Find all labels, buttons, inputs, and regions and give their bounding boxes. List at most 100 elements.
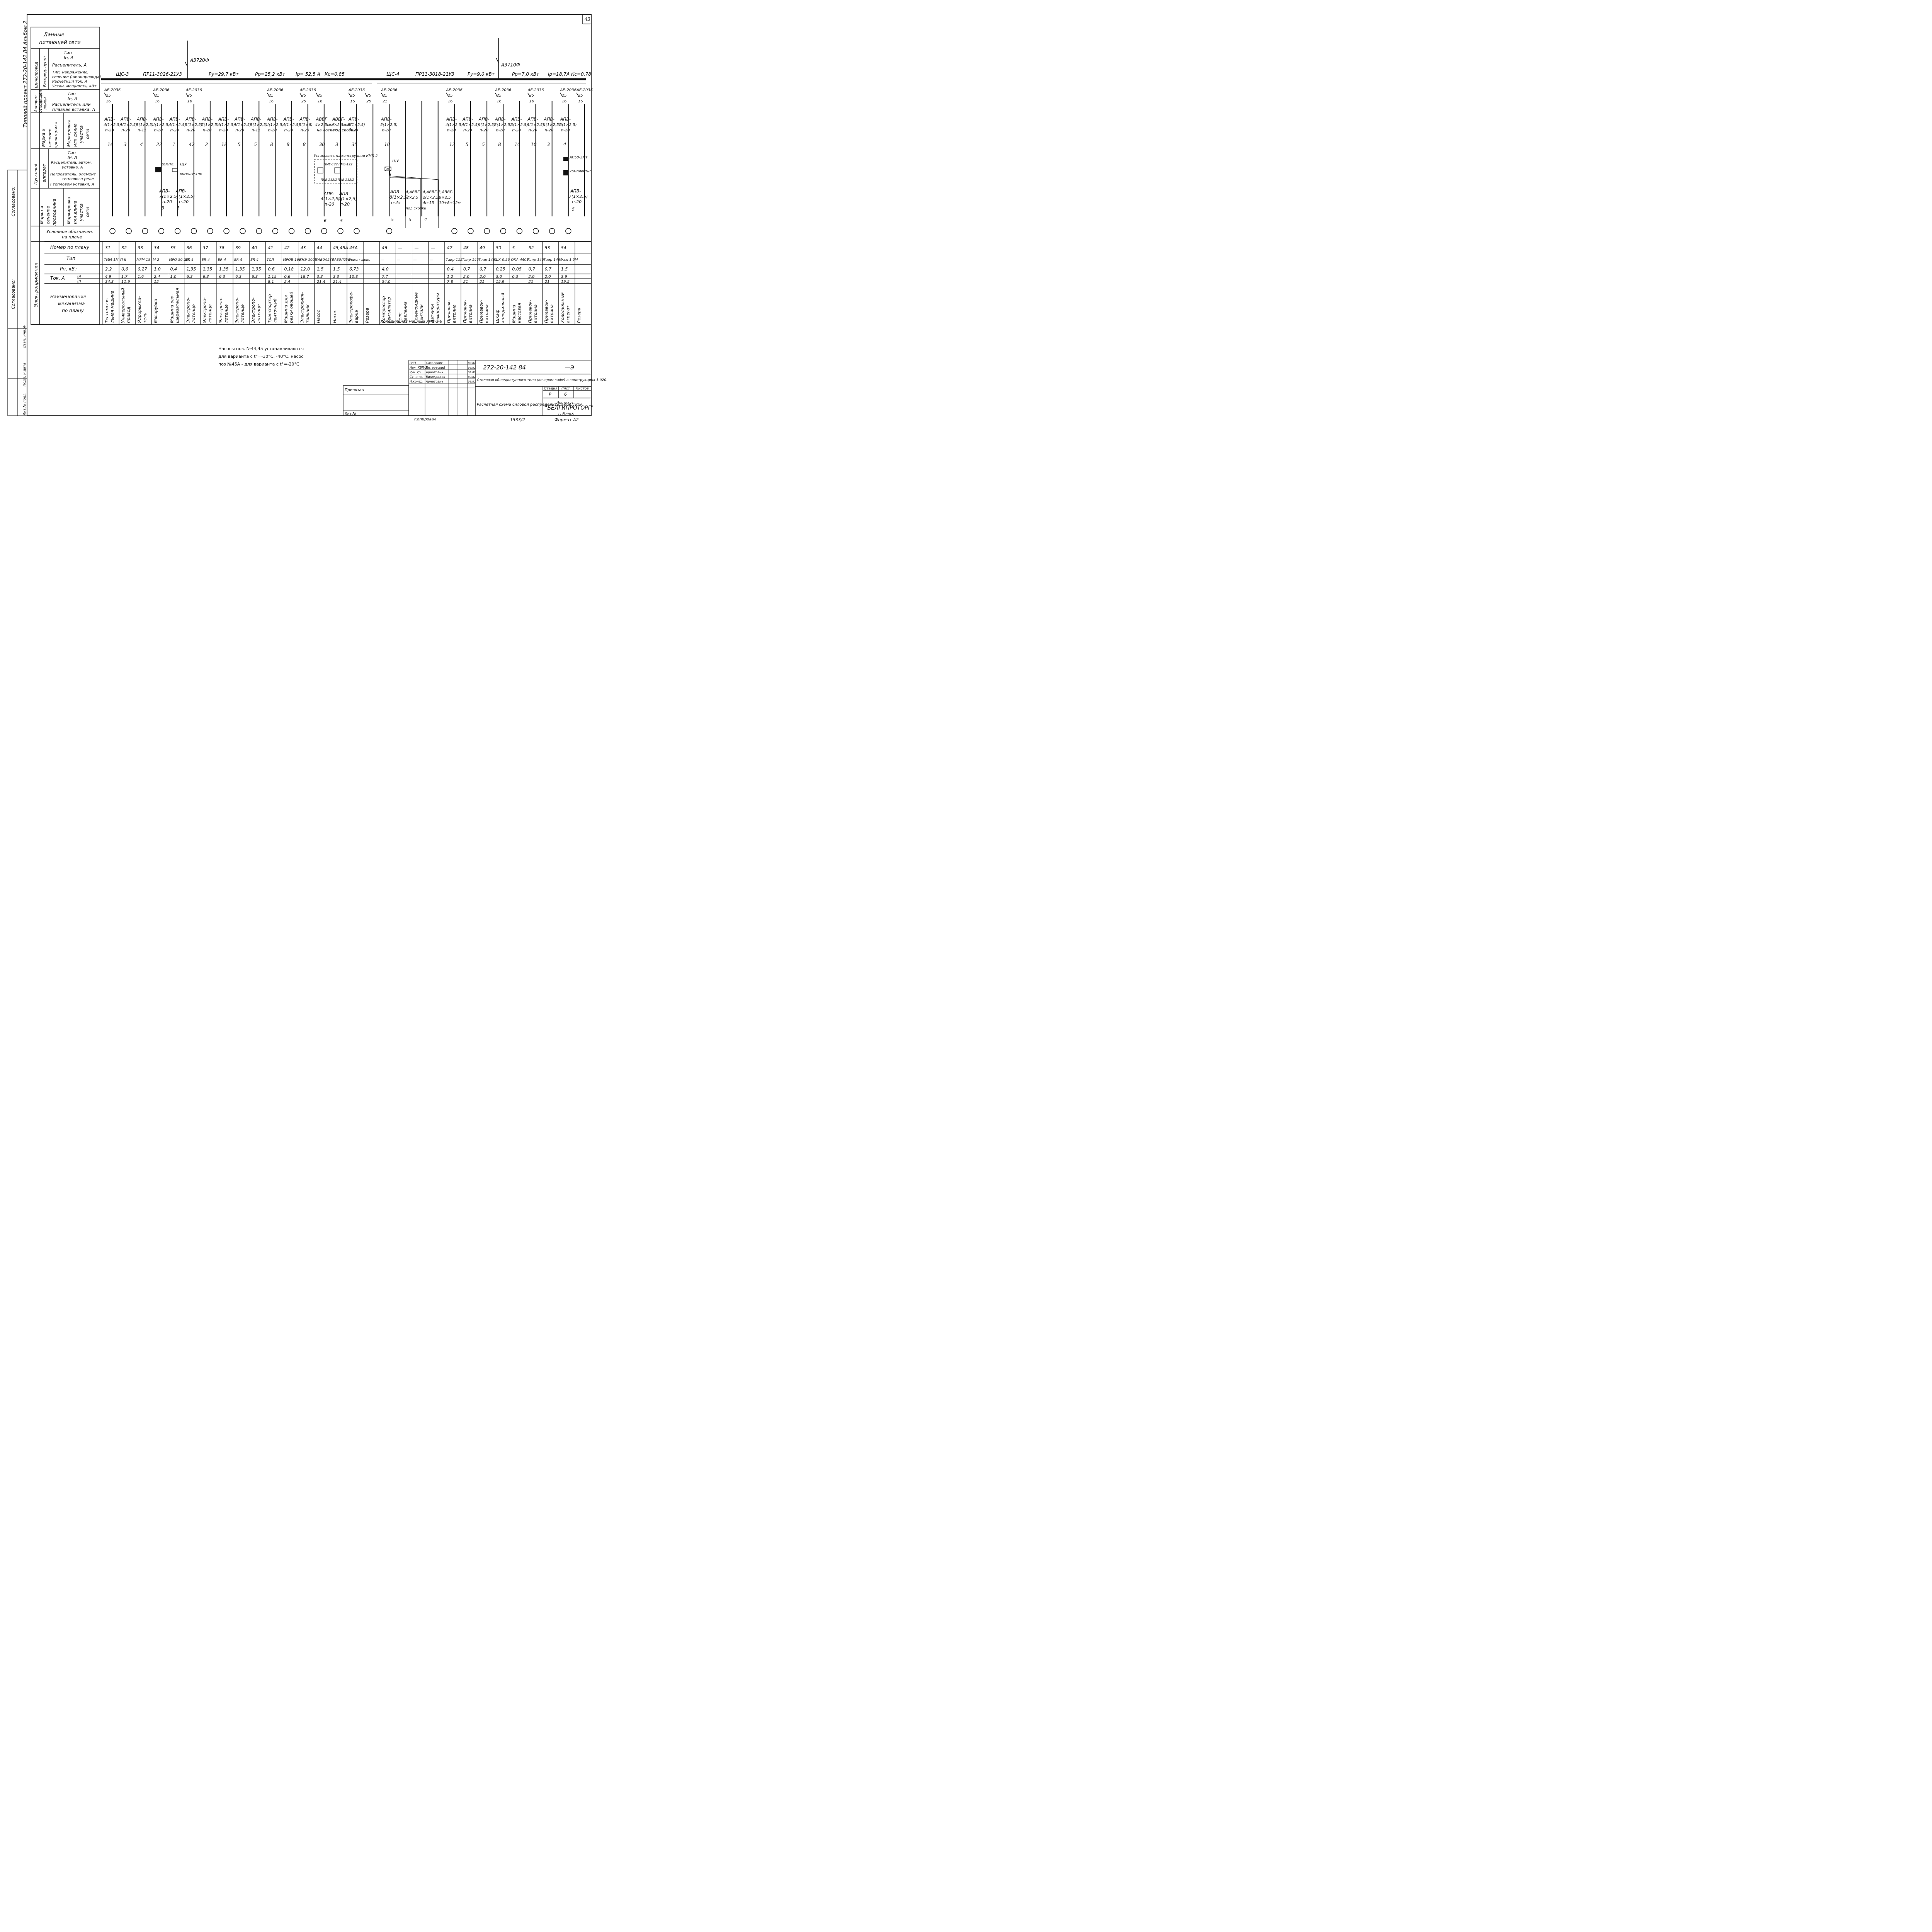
row-pn: 1,35 (187, 267, 196, 272)
svg-text:АПВ-: АПВ- (323, 191, 334, 196)
row-ip: 54,0 (382, 280, 390, 284)
cable-mark: АПВ- (511, 117, 522, 122)
row-ip: 11,9 (121, 280, 130, 284)
svg-text:теплового реле: теплового реле (62, 177, 94, 181)
row-pn: 2,2 (105, 267, 112, 272)
row-in: 10,8 (349, 275, 358, 279)
feeder-column (200, 101, 213, 325)
cable-mark: АПВ- (283, 117, 294, 122)
cable-laying: п-20 (480, 128, 488, 133)
row-number: 38 (219, 245, 224, 250)
feeder-column (575, 92, 585, 325)
panel2-type: ПР11-3018-21У3 (415, 71, 454, 77)
cable-laying: п-20 (382, 128, 391, 133)
svg-text:АПВ-: АПВ- (159, 189, 170, 194)
feeder-column (265, 92, 279, 325)
cable-section: 5(1×2,5) (560, 123, 577, 127)
row-number: 36 (187, 245, 192, 250)
row-name-1: Датчики (430, 304, 435, 323)
svg-text:АПВ-: АПВ- (570, 189, 581, 194)
breaker-release: 16 (578, 99, 583, 104)
cable-mark: АПВ- (153, 117, 163, 122)
panel2-kc: Кс=0.78 (571, 71, 591, 77)
feeder-column (135, 101, 148, 325)
svg-text:7(1×2,5): 7(1×2,5) (569, 194, 588, 199)
svg-text:4,АВВГ-: 4,АВВГ- (406, 190, 421, 194)
cable-section: 4(1×2,5) (120, 123, 137, 127)
panel2-name: ЩС-4 (386, 71, 399, 77)
feeder-column (379, 92, 393, 325)
row-name-1: Прилавок- (479, 300, 484, 323)
cable-length: 35 (352, 142, 357, 147)
row-number: 42 (284, 245, 289, 250)
row-ip: — (170, 280, 174, 284)
row-type: Таир-146 (544, 258, 560, 262)
row-in: 1,2 (447, 275, 453, 279)
consumer-symbol (158, 228, 165, 234)
svg-text:I тепловой уставки, А: I тепловой уставки, А (50, 182, 94, 187)
svg-text:Маркировка: Маркировка (66, 197, 71, 224)
breaker-type: АЕ-2036 (495, 88, 511, 92)
consumer-symbol (272, 228, 279, 234)
row-name-1: Холодильный (560, 293, 565, 323)
consumer-symbol (549, 228, 555, 234)
feeder-column (298, 92, 311, 325)
svg-text:Расцепитель, А: Расцепитель, А (52, 63, 87, 68)
cable-mark: АПВ- (348, 117, 359, 122)
hdr-shinoprovod: Шинопровод (34, 62, 39, 88)
row-name-2: лотенце (207, 304, 213, 323)
row-pn: 1,35 (235, 267, 245, 272)
row-ip: 7,8 (447, 280, 453, 284)
row-ip: 21 (528, 280, 533, 284)
row-number: 35 (170, 245, 176, 250)
cable-section: 3(1×2,5) (250, 123, 267, 127)
sig-role: Нач. КБП-2 (410, 366, 427, 369)
panel1-ip: Iр= 52,5 А (296, 71, 320, 77)
breaker-type: АЕ-2036 (381, 88, 397, 92)
cable-length: 8 (270, 142, 273, 147)
row-number: 47 (447, 245, 452, 250)
row-number: 32 (121, 245, 127, 250)
row-in: 2,0 (528, 275, 534, 279)
svg-text:Номер по плану: Номер по плану (50, 245, 90, 250)
row-name-1: Прилавок- (544, 300, 549, 323)
cable-section: 5(1×6) (299, 123, 313, 127)
svg-text:5: 5 (409, 217, 412, 222)
svg-text:3: 3 (177, 206, 180, 211)
row-name-1: Электропо- (186, 298, 191, 323)
row-pn: 0,27 (138, 267, 147, 272)
pke-label-2: ПКЕ-212/2 (338, 178, 354, 182)
row-number: 39 (235, 245, 241, 250)
svg-text:сети: сети (85, 207, 90, 217)
feeder-column (347, 92, 360, 325)
cable-section: 4(1×2,5) (527, 123, 544, 127)
feeder-column (216, 101, 230, 325)
row-type: — (397, 258, 400, 262)
consumer-symbol (516, 228, 523, 234)
feeder-column (461, 101, 474, 325)
row-name-1: Универсальный (121, 288, 126, 323)
row-pn: 0,4 (447, 267, 454, 272)
cable-laying: п-20 (268, 128, 277, 133)
cable-mark: АПВ- (104, 117, 115, 122)
svg-text:5: 5 (391, 217, 394, 222)
row-name-2: льная машина (110, 291, 115, 323)
row-pn: 1,5 (317, 267, 324, 272)
row-type: МРМ-15 (136, 258, 150, 262)
row-ip: 15,9 (496, 280, 504, 284)
row-pn: 0,05 (512, 267, 522, 272)
svg-text:8(1×2,5): 8(1×2,5) (389, 195, 408, 200)
cable-laying: п-20 (545, 128, 554, 133)
cable-laying: п-20 (561, 128, 570, 133)
row-name-1: Машина ово- (170, 294, 175, 323)
breaker-in: 25 (448, 94, 453, 98)
hdr-a1: Тип Iн, А Расцепитель, А Тип, напряжение… (52, 50, 101, 88)
hdr-marka-2: Марка и сечение проводника Маркировка ил… (39, 197, 90, 226)
consumer-symbol (468, 228, 474, 234)
row-ip: — (349, 280, 353, 284)
svg-text:2(1×2,5): 2(1×2,5) (423, 196, 440, 200)
row-type: КНЭ-100Б (299, 258, 317, 262)
cable-laying: п-15 (138, 128, 146, 133)
row-type: ЕR-4 (185, 258, 194, 262)
cable-laying: п-20 (512, 128, 521, 133)
